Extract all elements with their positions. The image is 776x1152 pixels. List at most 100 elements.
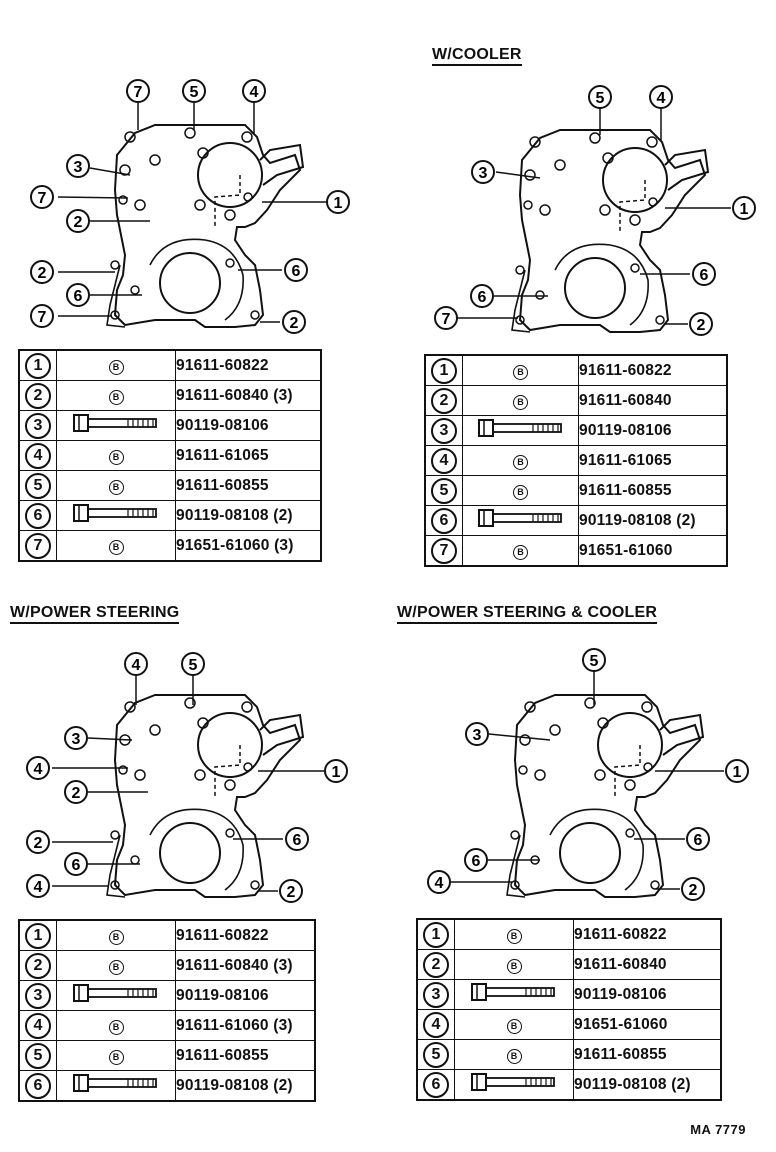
ref-number: 3	[25, 412, 51, 439]
svg-text:6: 6	[694, 832, 703, 849]
ref-number-cell: 2	[416, 949, 455, 980]
ref-number-cell: 6	[416, 1069, 455, 1101]
ref-number-cell: 1	[18, 919, 57, 951]
callout-6-left: 6	[464, 848, 488, 872]
ref-number-cell: 4	[18, 1010, 57, 1041]
ref-number: 2	[25, 952, 51, 979]
ref-number: 6	[423, 1071, 449, 1098]
svg-text:6: 6	[292, 263, 301, 280]
callout-6-left: 6	[64, 852, 88, 876]
fastener-symbol-cell	[56, 980, 176, 1011]
part-number: 91651-61060	[573, 1009, 722, 1040]
fastener-symbol-cell: B	[454, 949, 574, 980]
part-number: 91611-61065	[578, 445, 728, 476]
bolt-b-icon: B	[108, 929, 124, 945]
ref-number: 2	[423, 951, 449, 978]
fastener-symbol-cell: B	[56, 1040, 176, 1071]
callout-4-top: 4	[649, 85, 673, 109]
callouts-power-steering: 4 5 3 4 2 1 2 6 6 4 2	[26, 652, 348, 903]
part-number: 91611-61065	[175, 440, 322, 471]
callout-7-bottom: 7	[30, 304, 54, 328]
bolt-b-icon: B	[108, 359, 124, 375]
part-number: 90119-08108 (2)	[573, 1069, 722, 1101]
ref-number: 6	[25, 502, 51, 529]
callouts-standard: 7 5 4 3 7 1 2 2 6 6 7 2	[30, 79, 350, 334]
bolt-b-icon: B	[108, 1019, 124, 1035]
callout-3-left: 3	[465, 722, 489, 746]
ref-number: 3	[423, 981, 449, 1008]
svg-text:6: 6	[74, 288, 83, 305]
fastener-symbol-cell	[462, 415, 579, 446]
fastener-symbol-cell: B	[462, 385, 579, 416]
fastener-symbol-cell	[454, 979, 574, 1010]
fastener-symbol-cell: B	[56, 1010, 176, 1041]
callout-5-top: 5	[182, 79, 206, 103]
ref-number-cell: 6	[424, 505, 463, 536]
part-number: 91611-60840	[573, 949, 722, 980]
part-number: 91611-60855	[175, 1040, 316, 1071]
svg-text:7: 7	[442, 311, 451, 328]
ref-number: 4	[25, 442, 51, 469]
drawing-code: MA 7779	[690, 1122, 746, 1137]
part-number: 91611-60840 (3)	[175, 380, 322, 411]
callout-1-right: 1	[324, 759, 348, 783]
ref-number: 7	[25, 532, 51, 559]
callout-7-left: 7	[434, 306, 458, 330]
ref-number: 5	[25, 1042, 51, 1069]
ref-number: 4	[25, 1012, 51, 1039]
callout-2-right: 2	[279, 879, 303, 903]
svg-text:5: 5	[596, 90, 605, 107]
ref-number-cell: 5	[18, 1040, 57, 1071]
callout-2-left-lower: 2	[26, 830, 50, 854]
callout-1-right: 1	[732, 196, 756, 220]
svg-text:7: 7	[38, 190, 47, 207]
part-number: 90119-08106	[175, 980, 316, 1011]
callout-2-left-lower: 2	[30, 260, 54, 284]
svg-text:5: 5	[189, 657, 198, 674]
svg-text:6: 6	[478, 289, 487, 306]
bolt-icon	[73, 984, 159, 1007]
ref-number-cell: 5	[416, 1039, 455, 1070]
svg-text:7: 7	[38, 309, 47, 326]
bolt-icon	[73, 1074, 159, 1097]
bolt-icon	[471, 1073, 557, 1096]
bolt-b-icon: B	[513, 484, 528, 500]
callout-5-top: 5	[588, 85, 612, 109]
bolt-icon	[477, 509, 564, 532]
callout-6-right: 6	[284, 258, 308, 282]
svg-text:6: 6	[472, 853, 481, 870]
fastener-symbol-cell: B	[56, 950, 176, 981]
svg-text:6: 6	[700, 267, 709, 284]
callout-5-top: 5	[582, 648, 606, 672]
callout-2-left-upper: 2	[66, 209, 90, 233]
svg-text:3: 3	[74, 159, 83, 176]
part-number: 91611-60822	[573, 918, 722, 950]
fastener-symbol-cell	[56, 410, 176, 441]
part-number: 91651-61060	[578, 535, 728, 567]
ref-number: 7	[431, 537, 457, 564]
ref-number-cell: 3	[416, 979, 455, 1010]
ref-number: 5	[423, 1041, 449, 1068]
part-number: 91611-60855	[573, 1039, 722, 1070]
svg-text:4: 4	[34, 879, 43, 896]
callout-2-left-upper: 2	[64, 780, 88, 804]
ref-number: 4	[423, 1011, 449, 1038]
ref-number-cell: 2	[18, 950, 57, 981]
ref-number: 5	[25, 472, 51, 499]
svg-text:4: 4	[435, 875, 444, 892]
callout-4-top: 4	[124, 652, 148, 676]
callout-2-right: 2	[689, 312, 713, 336]
svg-text:2: 2	[697, 317, 706, 334]
svg-text:1: 1	[334, 195, 343, 212]
